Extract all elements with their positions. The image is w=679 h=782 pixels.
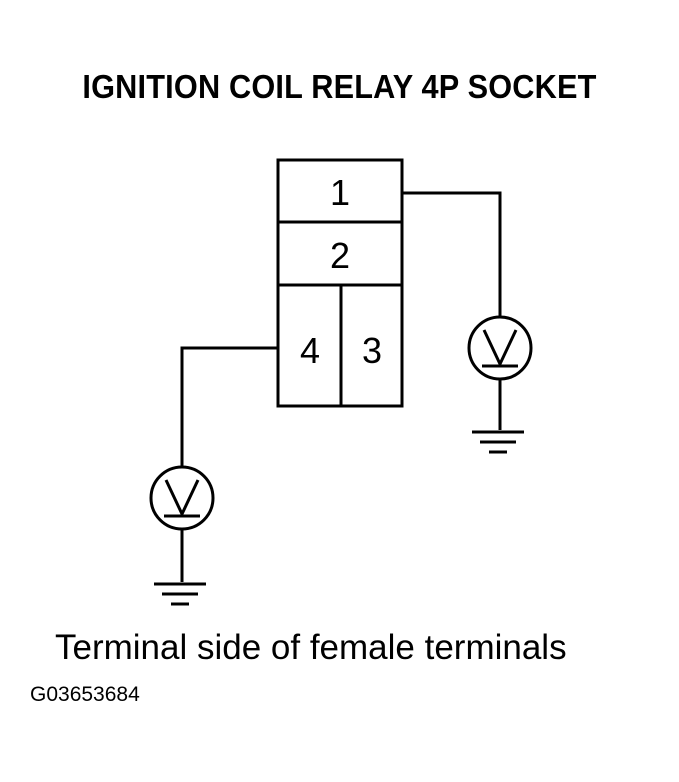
terminal-3-label: 3 xyxy=(362,330,382,371)
diagram-title: IGNITION COIL RELAY 4P SOCKET xyxy=(82,68,597,105)
terminal-1-label: 1 xyxy=(330,172,350,213)
voltmeter-icon xyxy=(467,315,533,381)
figure-code: G03653684 xyxy=(30,683,140,706)
ground-icon xyxy=(154,582,206,606)
terminal-4-label: 4 xyxy=(300,330,320,371)
ground-icon xyxy=(472,430,524,454)
wire-terminal-1 xyxy=(402,191,502,318)
diagram-caption: Terminal side of female terminals xyxy=(55,628,567,667)
voltmeter-icon xyxy=(149,465,215,531)
terminal-2-label: 2 xyxy=(330,235,350,276)
wire-terminal-4 xyxy=(180,346,278,467)
